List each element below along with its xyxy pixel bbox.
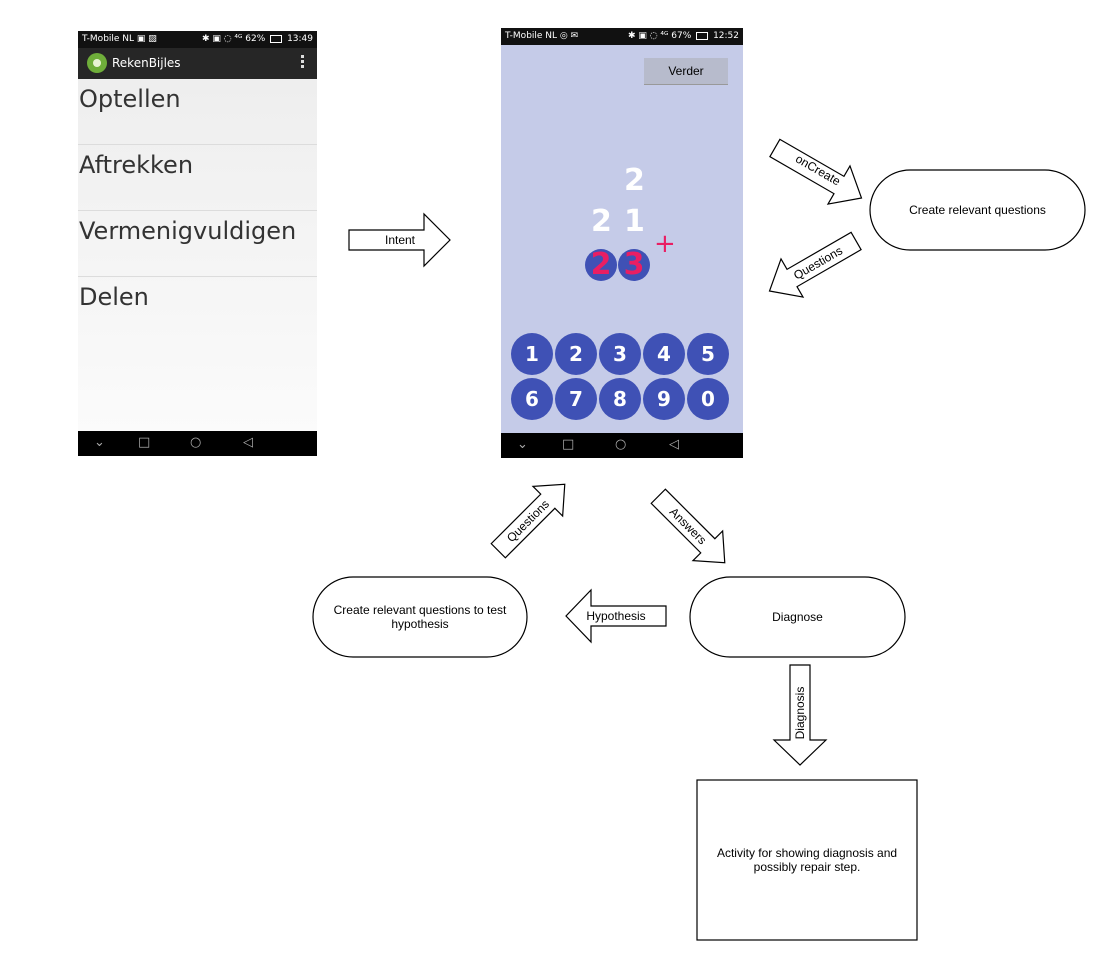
chevron-down-icon[interactable]: ⌄ (517, 437, 528, 452)
key-2[interactable]: 2 (555, 333, 597, 375)
action-bar: RekenBijles (78, 48, 317, 79)
back-icon[interactable]: ◁ (243, 435, 253, 450)
status-carrier: T-Mobile NL ▣ ▨ (82, 34, 157, 44)
diagnose-node-shape (689, 576, 906, 658)
status-bar: T-Mobile NL ◎ ✉ ✱ ▣ ◌ ⁴ᴳ 67% 12:52 (501, 28, 743, 45)
recent-apps-icon[interactable]: □ (562, 437, 575, 452)
app-logo-icon (87, 53, 107, 73)
key-3[interactable]: 3 (599, 333, 641, 375)
answers-arrow (650, 488, 726, 564)
carry-digit: 2 (624, 163, 645, 198)
hypothesis-arrow (565, 588, 667, 644)
diagnose-node: Diagnose (772, 610, 823, 624)
questions-arrow-right (768, 231, 862, 298)
questions-arrow-left (490, 483, 566, 559)
battery-level: 62% (245, 34, 266, 44)
key-5[interactable]: 5 (687, 333, 729, 375)
menu-item-label: Aftrekken (79, 151, 194, 179)
recent-apps-icon[interactable]: □ (138, 435, 151, 450)
answer-digit: 2 (590, 247, 612, 282)
status-right: ✱ ▣ ◌ ⁴ᴳ 67% 12:52 (628, 28, 739, 45)
answer-digit: 3 (623, 247, 645, 282)
menu-item-label: Vermenigvuldigen (79, 217, 297, 245)
back-icon[interactable]: ◁ (669, 437, 679, 452)
phone-exercise-screen: T-Mobile NL ◎ ✉ ✱ ▣ ◌ ⁴ᴳ 67% 12:52 Verde… (501, 28, 743, 458)
operation-menu: Optellen Aftrekken Vermenigvuldigen Dele… (78, 79, 317, 432)
key-4[interactable]: 4 (643, 333, 685, 375)
diagnosis-label: Diagnosis (793, 686, 807, 740)
chevron-down-icon[interactable]: ⌄ (94, 435, 105, 450)
nav-bar: ⌄ □ ○ ◁ (501, 433, 743, 458)
battery-level: 67% (671, 31, 692, 41)
home-icon[interactable]: ○ (615, 437, 627, 452)
status-time: 13:49 (287, 34, 313, 44)
activity-node-shape (696, 779, 918, 941)
battery-icon (696, 31, 709, 40)
menu-item-label: Delen (79, 283, 149, 311)
menu-item-label: Optellen (79, 85, 181, 113)
plus-operator: + (654, 229, 676, 259)
app-title: RekenBijles (112, 56, 181, 70)
status-carrier: T-Mobile NL ◎ ✉ (505, 31, 579, 41)
menu-item-optellen[interactable]: Optellen (78, 79, 317, 145)
status-right: ✱ ▣ ◌ ⁴ᴳ 62% 13:49 (202, 31, 313, 48)
create-questions-node-shape (869, 169, 1086, 251)
status-bar: T-Mobile NL ▣ ▨ ✱ ▣ ◌ ⁴ᴳ 62% 13:49 (78, 31, 317, 48)
key-0[interactable]: 0 (687, 378, 729, 420)
home-icon[interactable]: ○ (190, 435, 202, 450)
overflow-menu-icon[interactable] (301, 55, 305, 71)
activity-node: Activity for showing diagnosis and possi… (716, 846, 898, 874)
answer-slot-units[interactable]: 3 (618, 249, 650, 281)
key-8[interactable]: 8 (599, 378, 641, 420)
key-7[interactable]: 7 (555, 378, 597, 420)
hypothesis-label: Hypothesis (586, 609, 646, 623)
battery-icon (270, 34, 283, 43)
create-test-node: Create relevant questions to test hypoth… (333, 603, 507, 631)
menu-item-delen[interactable]: Delen (78, 277, 317, 343)
menu-item-vermenigvuldigen[interactable]: Vermenigvuldigen (78, 211, 317, 277)
phone-menu-screen: T-Mobile NL ▣ ▨ ✱ ▣ ◌ ⁴ᴳ 62% 13:49 Reken… (78, 31, 317, 456)
nav-bar: ⌄ □ ○ ◁ (78, 431, 317, 456)
status-icons: ✱ ▣ ◌ ⁴ᴳ (201, 34, 243, 44)
create-test-node-shape (312, 576, 528, 658)
key-6[interactable]: 6 (511, 378, 553, 420)
verder-button[interactable]: Verder (644, 58, 728, 85)
answer-slot-tens[interactable]: 2 (585, 249, 617, 281)
key-1[interactable]: 1 (511, 333, 553, 375)
operand-digit-left: 2 (591, 204, 612, 239)
key-9[interactable]: 9 (643, 378, 685, 420)
diagnosis-arrow (772, 664, 828, 766)
menu-item-aftrekken[interactable]: Aftrekken (78, 145, 317, 211)
oncreate-arrow (769, 138, 863, 205)
intent-arrow (348, 212, 451, 268)
create-questions-node: Create relevant questions (909, 203, 1046, 217)
operand-digit-right: 1 (624, 204, 645, 239)
intent-label: Intent (384, 233, 416, 247)
status-time: 12:52 (713, 31, 739, 41)
status-icons: ✱ ▣ ◌ ⁴ᴳ (627, 31, 669, 41)
